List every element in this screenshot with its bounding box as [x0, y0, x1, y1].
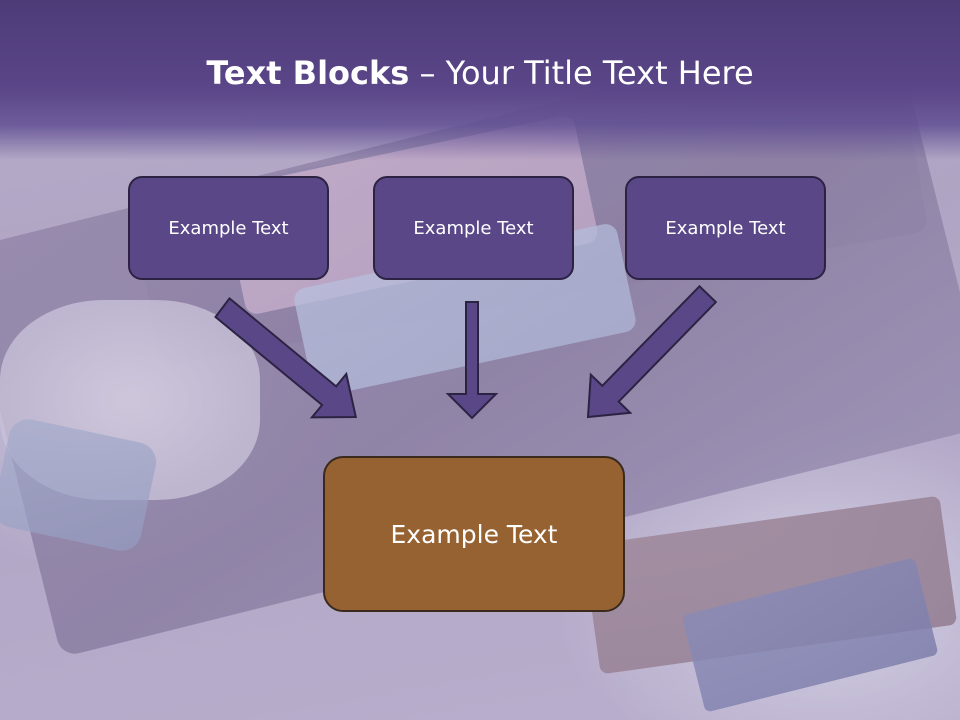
title-bold-part: Text Blocks [206, 54, 410, 92]
top-box-1-label: Example Text [168, 217, 289, 239]
top-box-2-label: Example Text [413, 217, 534, 239]
arrow-left-diagonal [214, 296, 358, 419]
arrow-center-down [445, 301, 499, 420]
top-box-1[interactable]: Example Text [128, 176, 329, 280]
bottom-box-label: Example Text [390, 519, 558, 549]
bottom-box[interactable]: Example Text [323, 456, 625, 612]
title-band [0, 0, 960, 160]
title-rest-part: – Your Title Text Here [409, 54, 754, 92]
arrow-right-diagonal [586, 284, 718, 419]
slide-title: Text Blocks – Your Title Text Here [0, 54, 960, 92]
top-box-3[interactable]: Example Text [625, 176, 826, 280]
top-box-3-label: Example Text [665, 217, 786, 239]
top-box-2[interactable]: Example Text [373, 176, 574, 280]
